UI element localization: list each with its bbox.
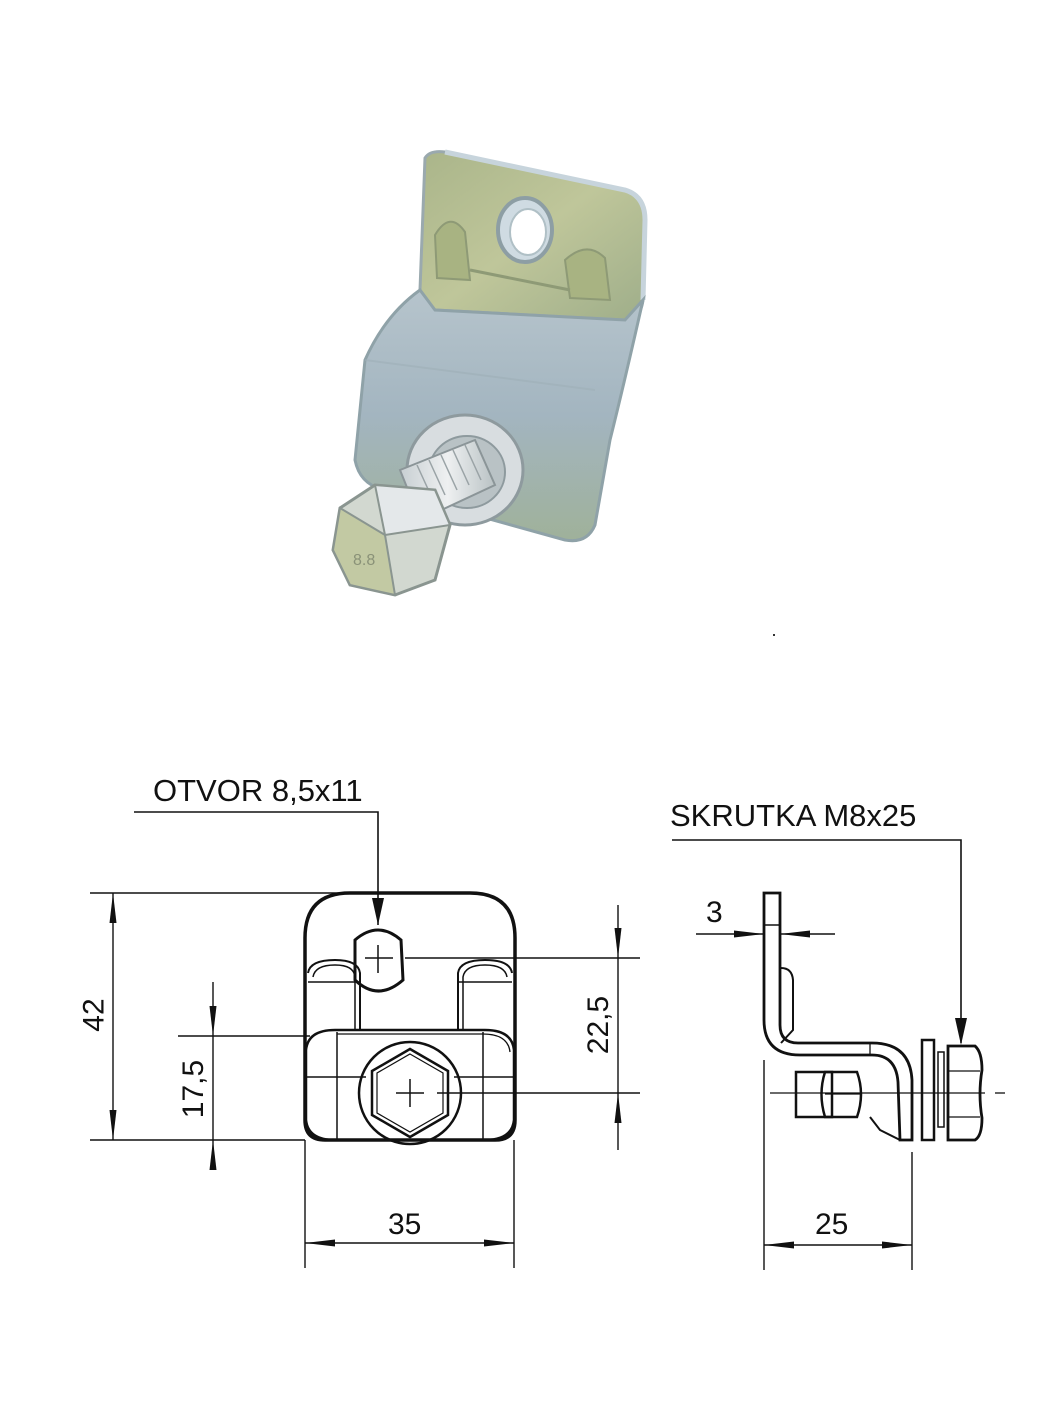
otvor-leader: [134, 811, 384, 925]
svg-text:8.8: 8.8: [353, 552, 375, 569]
skrutka-callout-label: SKRUTKA M8x25: [670, 798, 917, 833]
dim-bolt-offset-17-5: 17,5: [177, 1059, 211, 1119]
dim-hole-to-bolt-22-5: 22,5: [582, 995, 616, 1055]
dim-width-35: 35: [388, 1208, 422, 1241]
bracket-photo: 8.8: [331, 149, 648, 597]
otvor-callout-label: OTVOR 8,5x11: [153, 773, 363, 808]
stray-mark: [773, 634, 775, 636]
dim-thickness-3: 3: [706, 896, 723, 929]
dim-depth-25: 25: [815, 1208, 849, 1241]
dim-height-42: 42: [77, 998, 111, 1032]
